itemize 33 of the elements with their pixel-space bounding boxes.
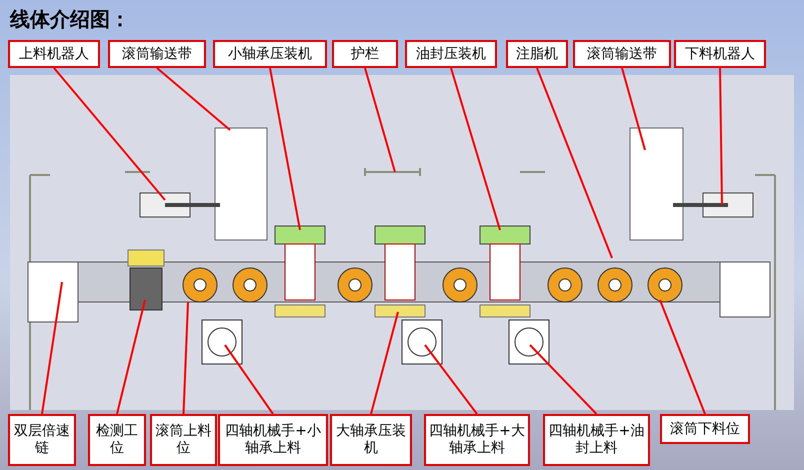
callout-label: 四轴机械手+大轴承上料 [424,414,530,466]
leader-line [529,344,598,415]
leader-line [182,302,189,414]
leader-line [53,67,166,201]
leader-line [116,300,146,414]
callout-label: 四轴机械手+小轴承上料 [218,414,328,466]
callout-label: 护栏 [332,40,398,68]
callout-label: 小轴承压装机 [213,40,327,68]
callout-label: 注脂机 [506,40,568,68]
leader-line [659,300,706,414]
diagram-title: 线体介绍图： [10,6,130,33]
callout-label: 检测工位 [88,414,146,466]
callout-label: 双层倍速链 [8,414,76,466]
leader-line [621,68,646,150]
callout-label: 大轴承压装机 [330,414,412,466]
leader-line [424,344,478,415]
leader-line [269,68,301,230]
callout-label: 滚筒上料位 [150,414,217,466]
leader-line [536,68,613,258]
callout-label: 滚筒输送带 [108,40,206,68]
callout-label: 下料机器人 [674,40,766,68]
callout-label: 滚筒输送带 [573,40,671,68]
callout-label: 油封压装机 [405,40,497,68]
callout-label: 滚筒下料位 [660,414,750,444]
leader-line [156,67,231,131]
leader-line [370,312,399,414]
leader-line [719,68,723,206]
leader-line [224,344,274,415]
leader-line [41,282,63,414]
leader-line [364,68,396,172]
callout-label: 四轴机械手+油封上料 [543,414,650,466]
callout-label: 上料机器人 [8,40,100,68]
leader-line [450,68,501,230]
